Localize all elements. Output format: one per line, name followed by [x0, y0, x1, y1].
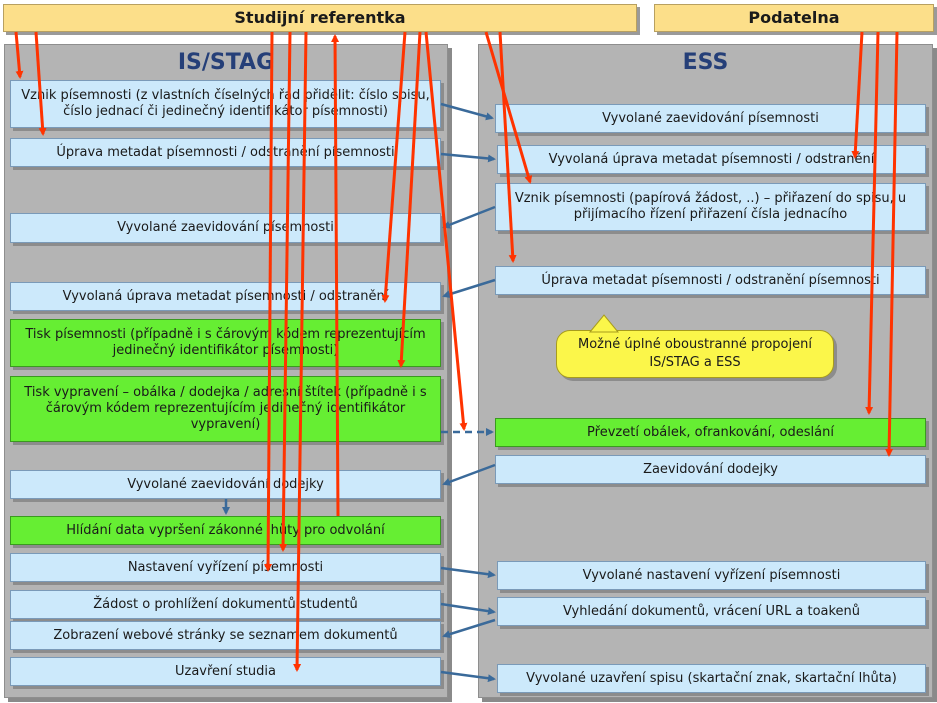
- ess-vyvolana-uprava: Vyvolaná úprava metadat písemnosti / ods…: [497, 145, 926, 174]
- isstag-tisk-pisemnosti: Tisk písemnosti (případně i s čárovým kó…: [10, 319, 441, 367]
- isstag-nastaveni-vyrizeni: Nastavení vyřízení písemnosti: [10, 553, 441, 582]
- isstag-zobrazeni-webove-stranky: Zobrazení webové stránky se seznamem dok…: [10, 621, 441, 650]
- ess-vyhledani-dokumentu: Vyhledání dokumentů, vrácení URL a toake…: [497, 597, 926, 626]
- ess-uprava-metadat: Úprava metadat písemnosti / odstranění p…: [495, 266, 926, 295]
- isstag-uzavreni-studia: Uzavření studia: [10, 657, 441, 686]
- ess-vyvolane-nastaveni: Vyvolané nastavení vyřízení písemnosti: [497, 561, 926, 590]
- isstag-vyvolane-zaevidovani: Vyvolané zaevidování písemnosti: [10, 213, 441, 243]
- isstag-zadost-prohlizeni: Žádost o prohlížení dokumentů studentů: [10, 590, 441, 619]
- ess-vyvolane-zaevidovani: Vyvolané zaevidování písemnosti: [495, 104, 926, 133]
- isstag-hlidani-lhuty: Hlídání data vypršení zákonné lhůty pro …: [10, 516, 441, 545]
- isstag-vznik-pisemnosti: Vznik písemnosti (z vlastních číselných …: [10, 80, 441, 128]
- ess-vyvolane-uzavreni: Vyvolané uzavření spisu (skartační znak,…: [497, 664, 926, 693]
- panel-isstag-title: IS/STAG: [177, 50, 275, 75]
- ess-prevzeti-obalek: Převzetí obálek, ofrankování, odeslání: [495, 418, 926, 447]
- integration-note: Možné úplné oboustranné propojení IS/STA…: [556, 330, 834, 378]
- isstag-uprava-metadat: Úprava metadat písemnosti / odstranění p…: [10, 138, 441, 167]
- ess-vznik-pisemnosti: Vznik písemnosti (papírová žádost, ..) –…: [495, 183, 926, 231]
- panel-ess-title: ESS: [682, 50, 729, 75]
- isstag-zaevidovani-dodejky: Vyvolané zaevidování dodejky: [10, 470, 441, 499]
- ess-zaevidovani-dodejky: Zaevidování dodejky: [495, 455, 926, 484]
- isstag-tisk-vypraveni: Tisk vypravení – obálka / dodejka / adre…: [10, 376, 441, 442]
- actor-podatelna: Podatelna: [654, 4, 934, 32]
- actor-studijni-referentka: Studijní referentka: [3, 4, 637, 32]
- isstag-vyvolana-uprava: Vyvolaná úprava metadat písemnosti / ods…: [10, 282, 441, 311]
